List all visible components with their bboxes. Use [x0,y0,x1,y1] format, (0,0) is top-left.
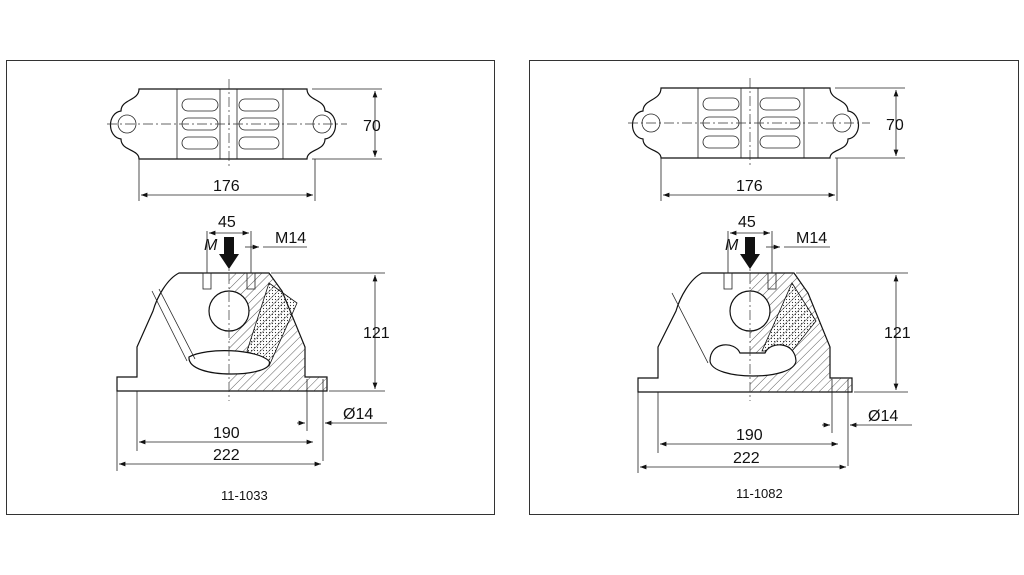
dim-thread: M14 [275,230,306,247]
dim-hole-diameter: Ø14 [868,408,898,425]
load-label: M [204,237,218,254]
load-arrow-icon [740,237,760,269]
drawing-caption: 11-1082 [736,486,783,501]
dim-base-length: 222 [213,447,240,464]
dim-width-top: 70 [886,117,904,134]
dim-hole-distance: 190 [213,425,240,442]
dim-height: 121 [884,325,911,342]
dim-length-top: 176 [736,178,763,195]
drawing-panel-11-1033: 70 176 M 45 M14 [6,60,495,515]
dim-length-top: 176 [213,178,240,195]
drawing-caption: 11-1033 [221,488,268,503]
dim-bolt-spacing-text: 45 [738,214,756,231]
load-label: M [725,237,739,254]
front-section-view [637,256,853,401]
dim-hole-distance: 190 [736,427,763,444]
technical-drawing-right: 70 176 M 45 M14 121 [628,78,912,501]
technical-drawing-left: 70 176 M 45 M14 [107,79,390,503]
drawing-panel-11-1082: 70 176 M 45 M14 121 [529,60,1019,515]
top-view [107,79,347,169]
dim-bolt-spacing-text: 45 [218,214,236,231]
top-view [628,78,870,168]
dim-hole-diameter: Ø14 [343,406,373,423]
dim-thread: M14 [796,230,827,247]
dim-height: 121 [363,325,390,342]
dim-base-length: 222 [733,450,760,467]
dim-width-top: 70 [363,118,381,135]
load-arrow-icon [219,237,239,269]
front-section-view [116,256,328,401]
